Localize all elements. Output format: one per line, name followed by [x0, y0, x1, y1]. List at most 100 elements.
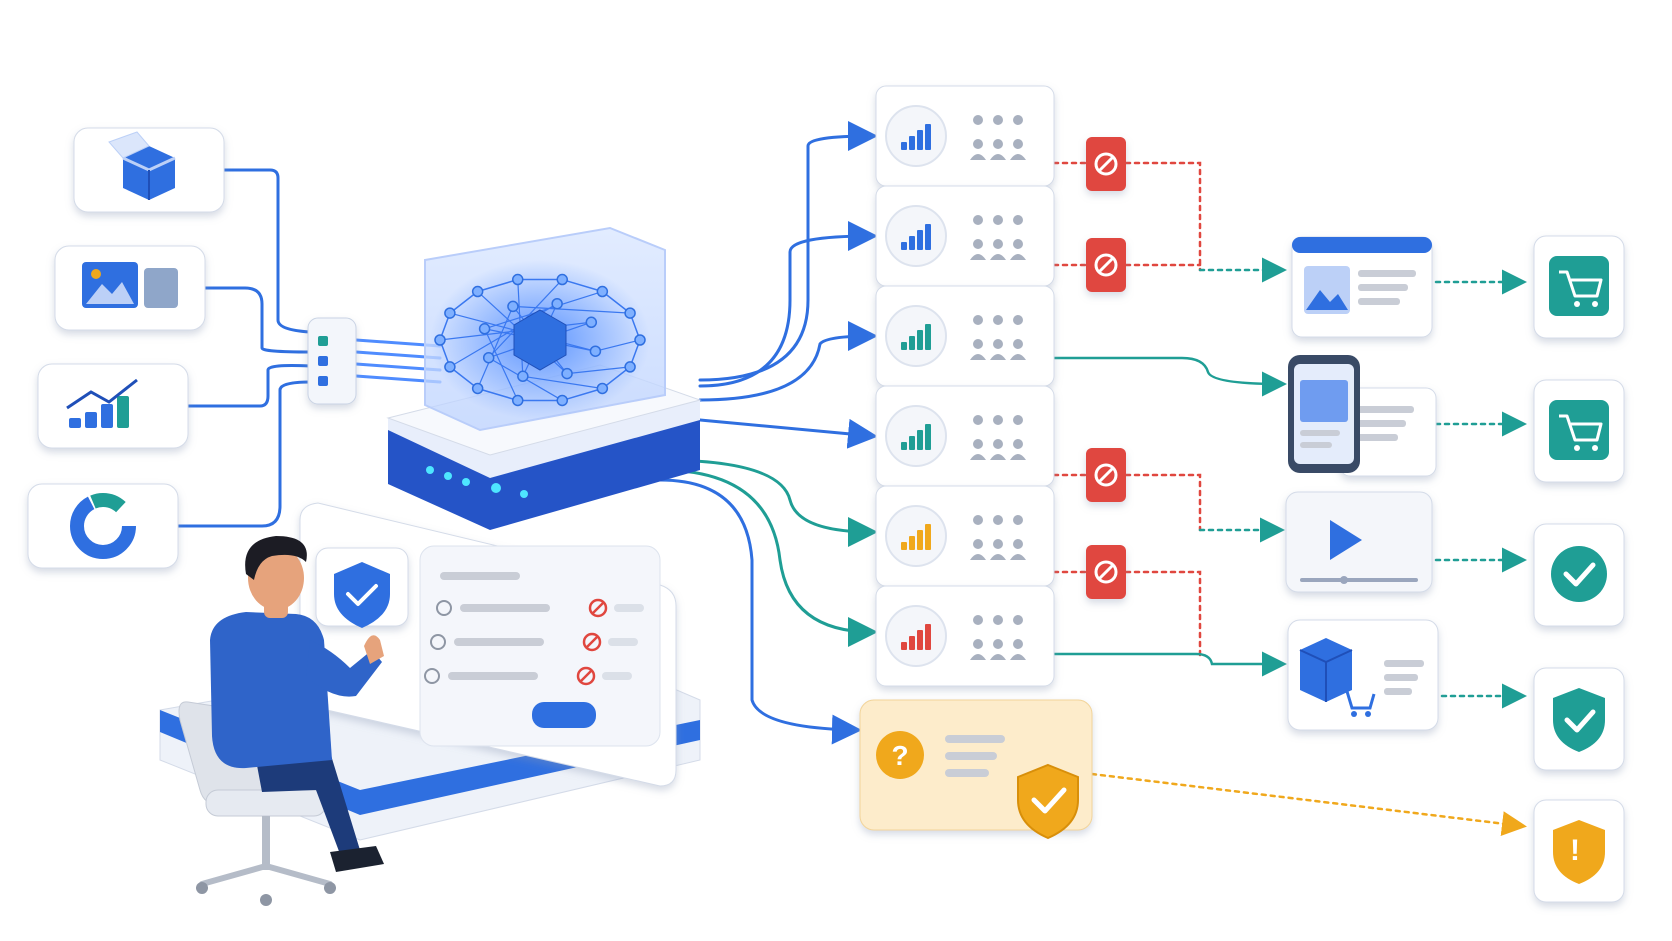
- cart-basket: [1559, 414, 1603, 442]
- segment-link: [698, 321, 878, 402]
- bar-chart-icon: [901, 624, 931, 650]
- person-body: [990, 154, 1006, 160]
- person-head: [973, 139, 983, 149]
- segment-chart-badge: [885, 405, 947, 467]
- net-node: [507, 300, 519, 313]
- net-link: [512, 305, 631, 314]
- chart-bar: [925, 424, 931, 450]
- source-link: [186, 364, 312, 408]
- segment-chart-badge: [885, 605, 947, 667]
- donut-segment: [70, 493, 136, 559]
- person-dot: [993, 515, 1003, 525]
- blocked-badges: [1086, 137, 1126, 599]
- person-body: [970, 554, 986, 560]
- chart-bar: [925, 124, 931, 150]
- source-cards: [27, 127, 225, 569]
- person-dot: [1013, 315, 1023, 325]
- chart-trend-line: [66, 378, 138, 410]
- check-badge: [1551, 546, 1607, 602]
- web-page-card: [1291, 236, 1433, 338]
- chart-bar: [901, 142, 907, 150]
- cart-wheel: [1574, 301, 1580, 307]
- blocked-slash: [1097, 256, 1115, 274]
- net-link: [477, 278, 518, 293]
- connection-lines: [176, 121, 1527, 837]
- net-node: [596, 285, 609, 298]
- person-dot: [973, 415, 983, 425]
- net-link: [562, 278, 603, 293]
- chart-bar: [101, 404, 113, 428]
- person-head: [1013, 539, 1023, 549]
- person-head: [993, 239, 1003, 249]
- net-node: [434, 334, 446, 346]
- neural-network-icon: [434, 273, 646, 407]
- outcome-tile-4: [1533, 667, 1625, 771]
- cart-icon: [1549, 400, 1609, 460]
- blocked-icon: [1086, 137, 1126, 191]
- source-card-3: [37, 363, 189, 449]
- person-head: [993, 339, 1003, 349]
- net-link: [449, 366, 479, 390]
- blocked-ring: [1094, 463, 1118, 487]
- segment-card-1: [875, 85, 1055, 187]
- ai-engine: [386, 226, 702, 530]
- person-body: [990, 654, 1006, 660]
- people-group-icon: [970, 615, 1026, 660]
- web-page-icon: [1304, 266, 1350, 314]
- review-card: ?: [859, 699, 1093, 840]
- row-text: [454, 638, 544, 646]
- donut-segment: [70, 493, 136, 559]
- chart-bar: [917, 530, 923, 550]
- row-block-icon: [582, 632, 602, 652]
- segment-link: [698, 221, 878, 388]
- chart-bar: [925, 524, 931, 550]
- person-body: [990, 254, 1006, 260]
- segment-link: [698, 418, 878, 449]
- segment-chart-badge: [885, 505, 947, 567]
- audience-segment-cards: [875, 85, 1055, 687]
- person-dot: [1013, 415, 1023, 425]
- chart-bar: [901, 442, 907, 450]
- row-block-slash: [585, 635, 599, 649]
- check-circle-icon: [1551, 546, 1607, 602]
- net-node: [624, 307, 636, 319]
- net-node: [556, 394, 569, 407]
- cart-basket: [1559, 270, 1603, 298]
- segment-chart-badge: [885, 105, 947, 167]
- person-body: [990, 554, 1006, 560]
- operator-workstation: [159, 502, 701, 906]
- net-link: [601, 290, 631, 314]
- person-dot: [993, 615, 1003, 625]
- cart-wheel: [1592, 445, 1598, 451]
- person-dot: [973, 215, 983, 225]
- person-dot: [973, 115, 983, 125]
- net-node: [444, 361, 456, 373]
- source-link: [222, 168, 312, 334]
- person-dot: [1013, 215, 1023, 225]
- blocked-icon: [1086, 545, 1126, 599]
- person-body: [970, 454, 986, 460]
- shield-check-icon: [1017, 763, 1079, 840]
- person-body: [1010, 654, 1026, 660]
- people-group-icon: [970, 215, 1026, 260]
- box-icon: [108, 131, 176, 200]
- net-node: [585, 316, 598, 329]
- check-mark: [1563, 562, 1596, 587]
- net-node: [517, 370, 529, 383]
- review-link: [658, 478, 862, 745]
- person-head: [973, 539, 983, 549]
- person-head: [1013, 239, 1023, 249]
- net-node: [511, 273, 524, 286]
- person-dot: [993, 315, 1003, 325]
- person-dot: [993, 215, 1003, 225]
- chart-bar: [925, 324, 931, 350]
- cart-wheel: [1592, 301, 1598, 307]
- operator-person: [210, 536, 384, 872]
- console-action-button[interactable]: [532, 702, 596, 728]
- person-head: [1013, 139, 1023, 149]
- shield-check-icon: [1553, 688, 1605, 752]
- net-node: [634, 334, 646, 346]
- image-mountain: [86, 282, 134, 304]
- source-link: [203, 286, 312, 354]
